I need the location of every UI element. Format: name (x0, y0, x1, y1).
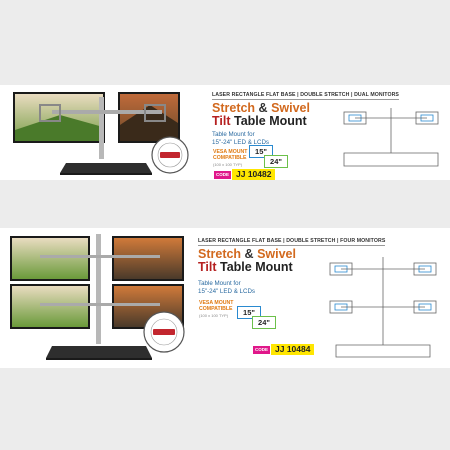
vesa-compatible-label: VESA MOUNT COMPATIBLE (199, 300, 234, 312)
product-title-line1: Stretch & Swivel (198, 247, 296, 261)
size-max-badge: 24" (264, 155, 288, 168)
vesa-spec: (100 x 100 TYP) (213, 162, 243, 167)
vesa-compatible-label: VESA MOUNT COMPATIBLE (213, 149, 248, 161)
vesa-spec: (100 x 100 TYP) (199, 313, 229, 318)
product-title-line1: Stretch & Swivel (212, 101, 310, 115)
dual-monitor-photo (13, 92, 180, 175)
product-code: JJ 10484 (271, 344, 315, 355)
product-header: LASER RECTANGLE FLAT BASE | DOUBLE STRET… (198, 238, 386, 246)
product-title-line2: Tilt Table Mount (212, 114, 307, 128)
product-panel-dual: LASER RECTANGLE FLAT BASE | DOUBLE STRET… (0, 85, 450, 180)
quad-monitor-photo (10, 234, 184, 360)
product-code: JJ 10482 (232, 169, 276, 180)
product-panel-quad: LASER RECTANGLE FLAT BASE | DOUBLE STRET… (0, 228, 450, 368)
dual-mount-diagram-icon (343, 108, 439, 167)
size-min-badge: 15" (237, 306, 261, 319)
code-tag: CODE (253, 346, 271, 354)
product-subtitle: Table Mount for 15"-24" LED & LCDs (212, 131, 270, 146)
quad-mount-diagram-icon (329, 257, 437, 358)
product-title-line2: Tilt Table Mount (198, 260, 293, 274)
product-header: LASER RECTANGLE FLAT BASE | DOUBLE STRET… (212, 92, 399, 100)
size-min-badge: 15" (249, 145, 273, 158)
quality-seal-icon (143, 311, 185, 353)
quality-seal-icon (151, 136, 189, 174)
code-tag: CODE (214, 171, 232, 179)
product-subtitle: Table Mount for 15"-24" LED & LCDs (198, 280, 256, 295)
size-max-badge: 24" (252, 316, 276, 329)
